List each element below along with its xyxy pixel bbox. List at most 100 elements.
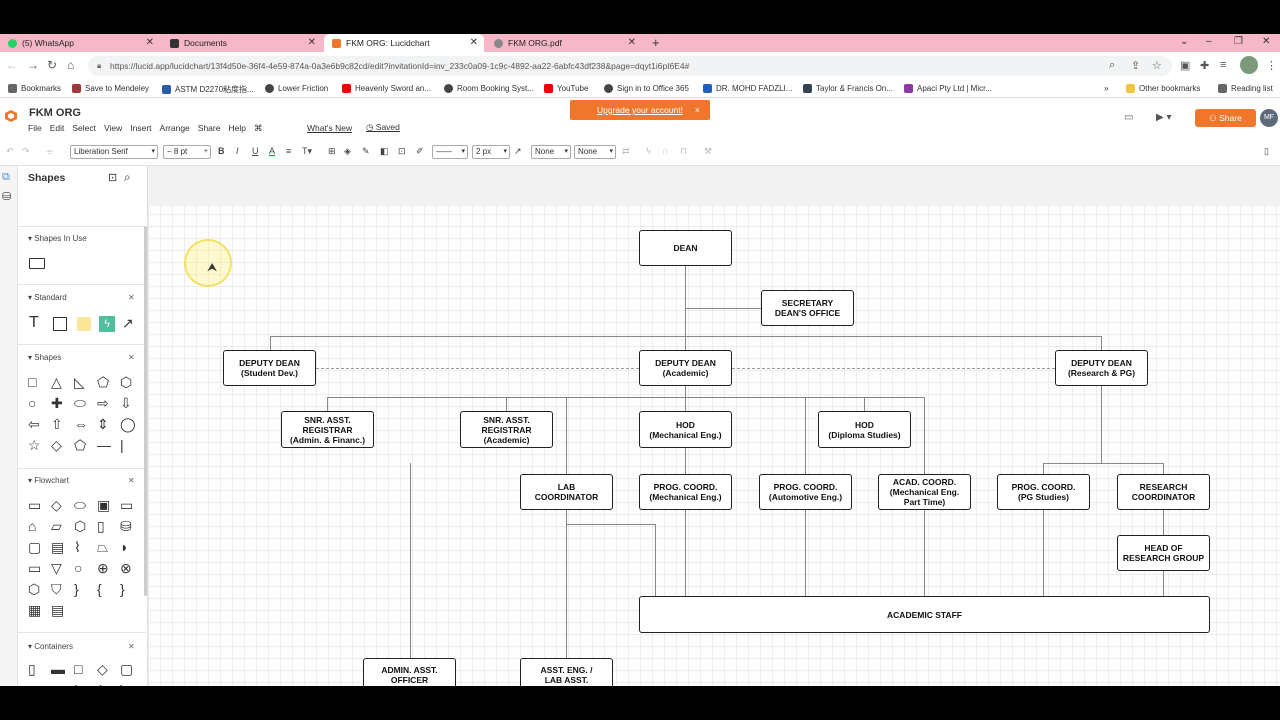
close-icon[interactable]: ✕ <box>128 293 135 302</box>
display-icon[interactable]: ▭ <box>28 560 42 576</box>
upgrade-link[interactable]: Upgrade your account! <box>597 105 683 115</box>
org-box-dean[interactable]: DEAN <box>639 230 732 266</box>
bookmark-item[interactable]: Room Booking Syst... <box>444 84 534 93</box>
connector-line[interactable] <box>1163 569 1164 597</box>
manual-operation-icon[interactable]: ⏢ <box>97 539 109 555</box>
bold-icon[interactable]: B <box>218 146 225 156</box>
profile-avatar[interactable] <box>1240 56 1258 74</box>
reading-list[interactable]: Reading list <box>1218 84 1273 93</box>
arrow-down-icon[interactable]: ⇩ <box>120 395 132 411</box>
org-box-prog-coord-mechanical[interactable]: PROG. COORD. (Mechanical Eng.) <box>639 474 732 510</box>
bookmark-item[interactable]: YouTube <box>544 84 588 93</box>
rounded-container-icon[interactable]: ▢ <box>120 661 134 677</box>
ellipse-icon[interactable]: ⬭ <box>74 395 86 411</box>
delay-icon[interactable]: ◗ <box>120 539 129 555</box>
close-tab-icon[interactable]: ✕ <box>145 37 154 48</box>
org-box-deputy-dean-research[interactable]: DEPUTY DEAN (Research & PG) <box>1055 350 1148 386</box>
ellipse-container-icon[interactable]: ⬭ <box>28 683 40 686</box>
share-button[interactable]: ⚇ Share <box>1195 109 1256 127</box>
connector-line[interactable] <box>924 509 925 597</box>
tape-icon[interactable]: ⌇ <box>74 539 81 555</box>
circle-outline-icon[interactable]: ◯ <box>120 416 136 432</box>
summing-junction-icon[interactable]: ⊕ <box>97 560 109 576</box>
org-box-admin-asst-officer[interactable]: ADMIN. ASST. OFFICER <box>363 658 456 686</box>
star-icon[interactable]: ☆ <box>1152 60 1162 72</box>
flash-icon[interactable]: ϟ <box>646 146 651 156</box>
dashed-connector[interactable] <box>316 368 639 369</box>
image-icon[interactable]: ⊡ <box>398 146 406 156</box>
cross-icon[interactable]: ✚ <box>51 395 63 411</box>
close-icon[interactable]: × <box>694 105 700 115</box>
bookmark-item[interactable]: ASTM D2270粘度指... <box>162 84 254 95</box>
section-containers[interactable]: ▾ Containers <box>28 642 73 651</box>
underline-icon[interactable]: U <box>252 146 259 156</box>
plus-icon[interactable]: + <box>203 148 208 155</box>
tab-lucidchart[interactable]: FKM ORG: Lucidchart ✕ <box>324 34 484 52</box>
whats-new-link[interactable]: What's New <box>307 123 353 133</box>
user-avatar[interactable]: MF <box>1260 109 1278 127</box>
table-icon[interactable]: ▦ <box>28 602 42 618</box>
url-bar[interactable]: 🔒︎ https://lucid.app/lucidchart/13f4d50e… <box>88 56 1172 76</box>
connector-line[interactable] <box>506 397 507 412</box>
style-icon[interactable]: ✐ <box>416 146 424 156</box>
connector-line[interactable] <box>685 385 686 411</box>
close-icon[interactable]: ✕ <box>128 476 135 485</box>
bookmark-item[interactable]: Apaci Pty Ltd | Micr... <box>904 84 992 93</box>
menu-view[interactable]: View <box>103 123 123 133</box>
paren-right-icon[interactable]: ) <box>120 683 125 686</box>
panel-scrollbar[interactable] <box>144 226 147 596</box>
rectangle-shape[interactable] <box>29 258 45 269</box>
connector-line[interactable] <box>270 336 1102 337</box>
pentagon-outline-icon[interactable]: ⬠ <box>74 437 87 453</box>
tab-documents[interactable]: Documents ✕ <box>162 34 322 52</box>
present-icon[interactable]: ▶ ▾ <box>1156 112 1172 123</box>
brace-left-icon[interactable]: { <box>97 581 102 597</box>
org-box-snr-asst-registrar-academic[interactable]: SNR. ASST. REGISTRAR (Academic) <box>460 411 553 448</box>
bookmark-item[interactable]: Bookmarks <box>8 84 61 93</box>
connector-icon[interactable]: ○ <box>74 560 83 576</box>
diamond-container-icon[interactable]: ◇ <box>97 661 108 677</box>
undo-icon[interactable]: ↶ <box>6 146 14 156</box>
align-icon[interactable]: ≡ <box>286 146 292 156</box>
list-icon[interactable]: ▤ <box>51 602 65 618</box>
back-icon[interactable]: ← <box>6 58 18 72</box>
brace-right-icon[interactable]: } <box>120 581 125 597</box>
list-icon[interactable]: ≡ <box>1220 59 1227 71</box>
close-tab-icon[interactable]: ✕ <box>307 37 316 48</box>
tab-pdf[interactable]: FKM ORG.pdf ✕ <box>486 34 642 52</box>
org-box-hod-diploma[interactable]: HOD (Diploma Studies) <box>818 411 911 448</box>
connector-line[interactable] <box>566 524 656 525</box>
connector-line[interactable] <box>685 509 686 597</box>
home-icon[interactable]: ⌂ <box>67 58 75 72</box>
menu-edit[interactable]: Edit <box>49 123 65 133</box>
process-icon[interactable]: ▭ <box>28 497 42 513</box>
arrow-start-select[interactable]: None▾ <box>531 145 571 159</box>
block-shape[interactable] <box>53 317 67 331</box>
text-options-icon[interactable]: T▾ <box>302 146 313 156</box>
org-box-head-research-group[interactable]: HEAD OF RESEARCH GROUP <box>1117 535 1210 571</box>
panel-toggle-icon[interactable]: ▯ <box>1264 146 1269 156</box>
bookmark-item[interactable]: Taylor & Francis On... <box>803 84 893 93</box>
other-bookmarks[interactable]: Other bookmarks <box>1126 84 1200 93</box>
connector-line[interactable] <box>410 463 411 659</box>
section-shapes[interactable]: ▾ Shapes <box>28 353 62 362</box>
internal-storage-icon[interactable]: ▤ <box>51 539 65 555</box>
arrow-vertical-icon[interactable]: ⇕ <box>97 416 109 432</box>
image-import-icon[interactable]: ⊡ <box>108 172 118 184</box>
bookmark-item[interactable]: Lower Friction <box>265 84 328 93</box>
chevron-down-icon[interactable]: ⌄ <box>1180 36 1189 47</box>
section-standard[interactable]: ▾ Standard <box>28 293 67 302</box>
connector-line[interactable] <box>327 397 924 398</box>
vertical-line-icon[interactable]: | <box>120 437 124 453</box>
line-shape-icon[interactable]: ↗ <box>122 315 134 331</box>
bracket-icon[interactable]: | <box>74 683 78 686</box>
arrow-end-select[interactable]: None▾ <box>574 145 616 159</box>
menu-file[interactable]: File <box>28 123 42 133</box>
shape-options-icon[interactable]: ⊞ <box>328 146 336 156</box>
line-width-select[interactable]: 2 px▾ <box>472 145 510 159</box>
minus-icon[interactable]: − <box>167 147 174 156</box>
org-box-deputy-dean-student[interactable]: DEPUTY DEAN (Student Dev.) <box>223 350 316 386</box>
wrench-icon[interactable]: ⚒ <box>704 146 713 156</box>
close-icon[interactable]: ✕ <box>128 642 135 651</box>
circle-icon[interactable]: ○ <box>28 395 37 411</box>
